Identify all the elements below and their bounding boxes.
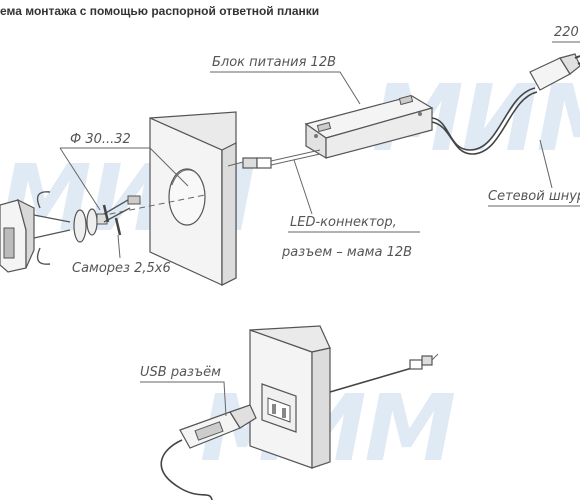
screw-label: Саморез 2,5х6 [72, 261, 171, 276]
led-connector-bottom [409, 353, 439, 370]
voltage-label: 220 [554, 25, 579, 40]
usb-label: USB разъём [140, 365, 221, 380]
power-plug [529, 53, 580, 91]
led-connector [227, 149, 321, 169]
diagram-title: ема монтажа с помощью распорной ответной… [0, 4, 320, 18]
screw-icon [102, 204, 122, 236]
usb-plug [179, 404, 257, 449]
power-cord-label: Сетевой шнур [488, 189, 580, 204]
lamp-assembly [0, 191, 141, 273]
led-connector-label: LED-коннектор, [290, 215, 397, 230]
wall-panel-top [149, 111, 237, 286]
led-connector-label-line2: разъем – мама 12В [281, 245, 412, 260]
wall-panel-bottom [249, 325, 331, 469]
power-unit-label: Блок питания 12В [212, 55, 336, 70]
diameter-label: Ф 30...32 [70, 132, 131, 147]
power-supply-unit [304, 94, 434, 160]
